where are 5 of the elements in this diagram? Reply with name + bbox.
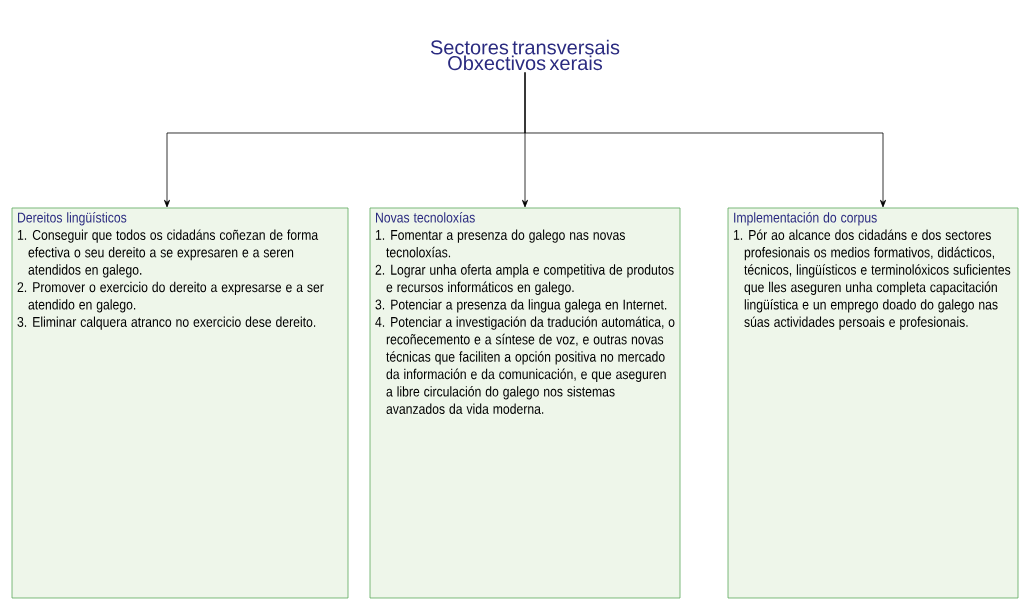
text-box: Implementación do corpus 1. Pór ao alcance dos cidadáns e dos sectores profesionais os medios formativos, didácticos, técnicos, lingüísticos e terminolóxicos suficientes que lles aseguren unha completa capacitación lingüística e un emprego doado do galego nas súas actividades persoais e profesionais. — [727, 207, 1019, 599]
text-box: Dereitos lingüísticos 1. Conseguir que todos os cidadáns coñezan de forma efectiva o seu dereito a se expresaren e a seren atendidos en galego. 2. Promover o exercicio do dereito a expresarse e a ser atendido en galego. 3. Eliminar calquera atranco no exercicio dese dereito. — [11, 207, 349, 599]
arrow — [524, 71, 886, 208]
title: Sectores transversais Obxectivos xerais — [430, 39, 620, 71]
text-box: Novas tecnoloxías 1. Fomentar a presenza do galego nas novas tecnoloxías. 2. Lograr unha oferta ampla e competitiva de produtos e recursos informáticos en galego. 3. Potenciar a presenza da lingua galega en Internet. 4. Potenciar a investigación da tradución automática, o recoñecemento e a síntese de voz, e outras novas técnicas que faciliten a opción positiva no mercado da información e da comunicación, e que aseguren a libre circulación do galego nos sistemas avanzados da vida moderna. — [369, 207, 681, 599]
